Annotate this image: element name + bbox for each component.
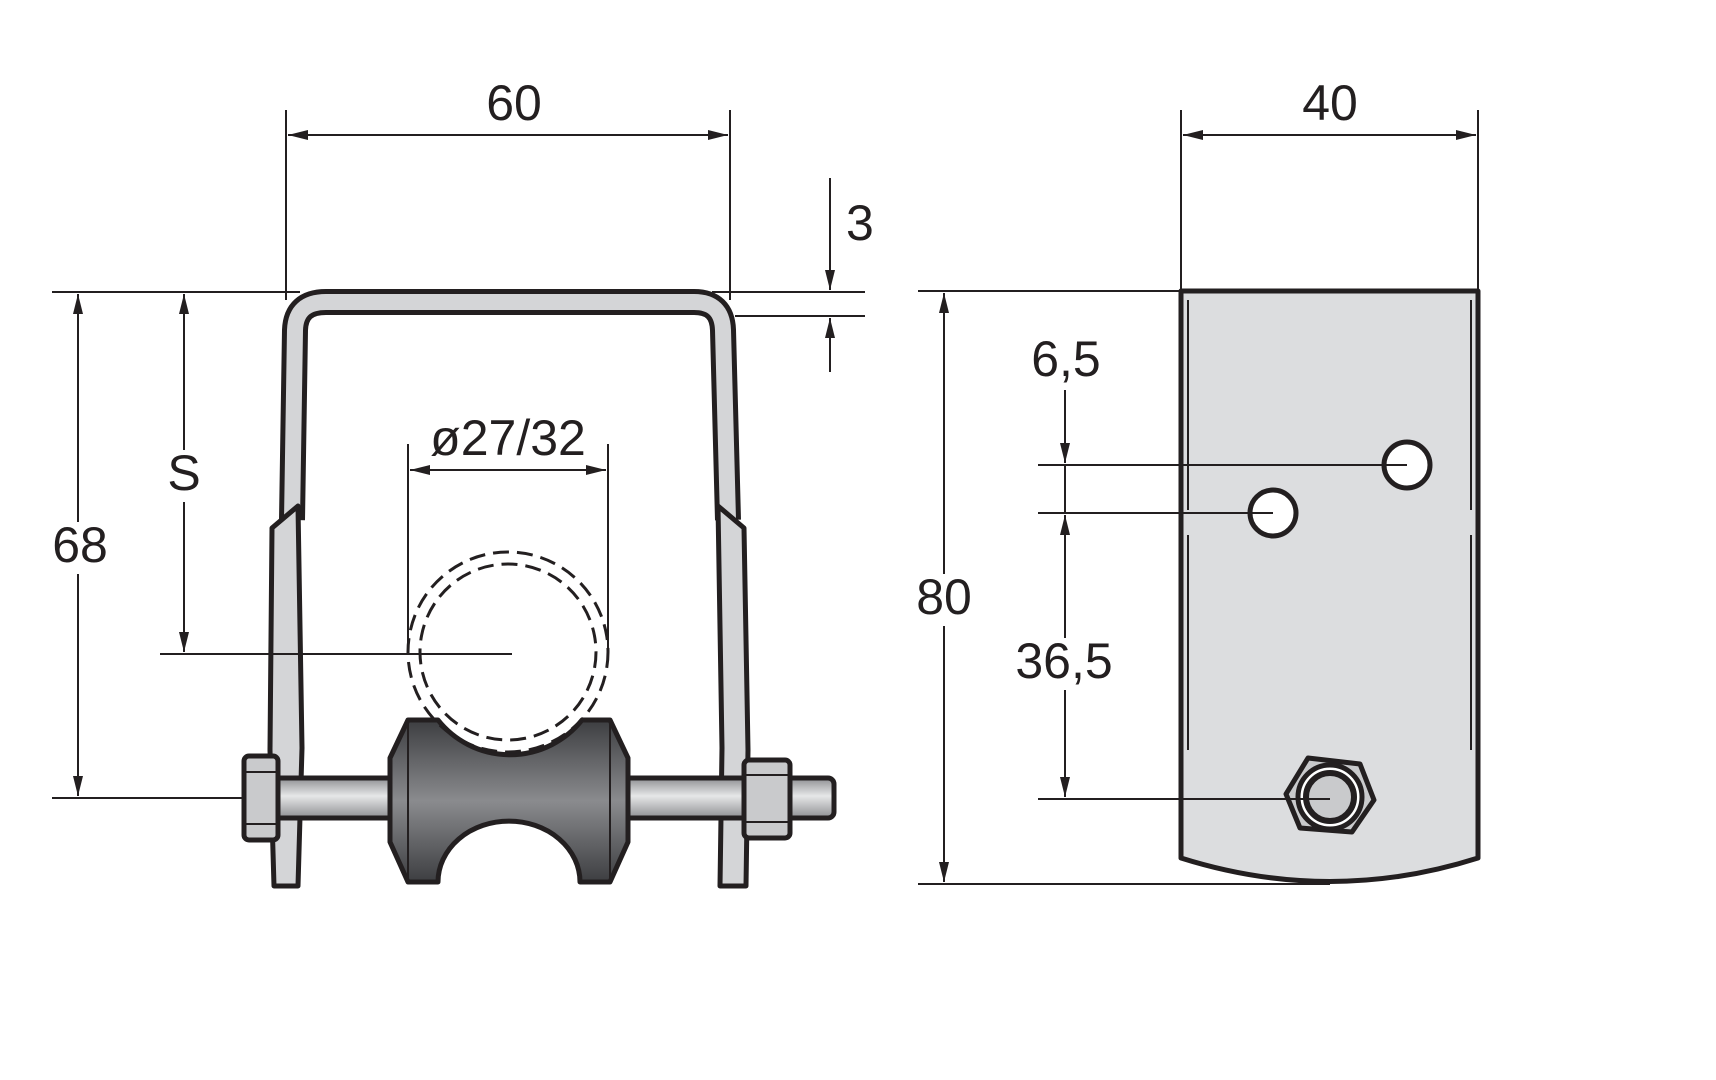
dim-s: S — [167, 445, 200, 501]
dim-pipe-diameter: ø27/32 — [430, 410, 586, 466]
dim-width-40: 40 — [1302, 75, 1358, 131]
dim-thickness-3: 3 — [846, 195, 874, 251]
roller — [387, 717, 631, 885]
right-nut — [741, 757, 793, 841]
dim-height-68: 68 — [52, 517, 108, 573]
side-view: 40 80 6,5 36,5 — [912, 75, 1481, 885]
left-nut — [241, 753, 281, 843]
dim-height-80: 80 — [916, 569, 972, 625]
dim-width-60: 60 — [486, 75, 542, 131]
dim-hole-spacing: 6,5 — [1031, 331, 1101, 387]
front-view: 60 3 68 S ø27/32 — [48, 75, 874, 889]
pipe-outline-inner — [418, 562, 598, 742]
pipe-outline-outer — [406, 550, 610, 754]
hex-nut — [1283, 755, 1377, 835]
dim-bolt-offset: 36,5 — [1015, 633, 1112, 689]
mounting-plate — [1178, 288, 1481, 884]
